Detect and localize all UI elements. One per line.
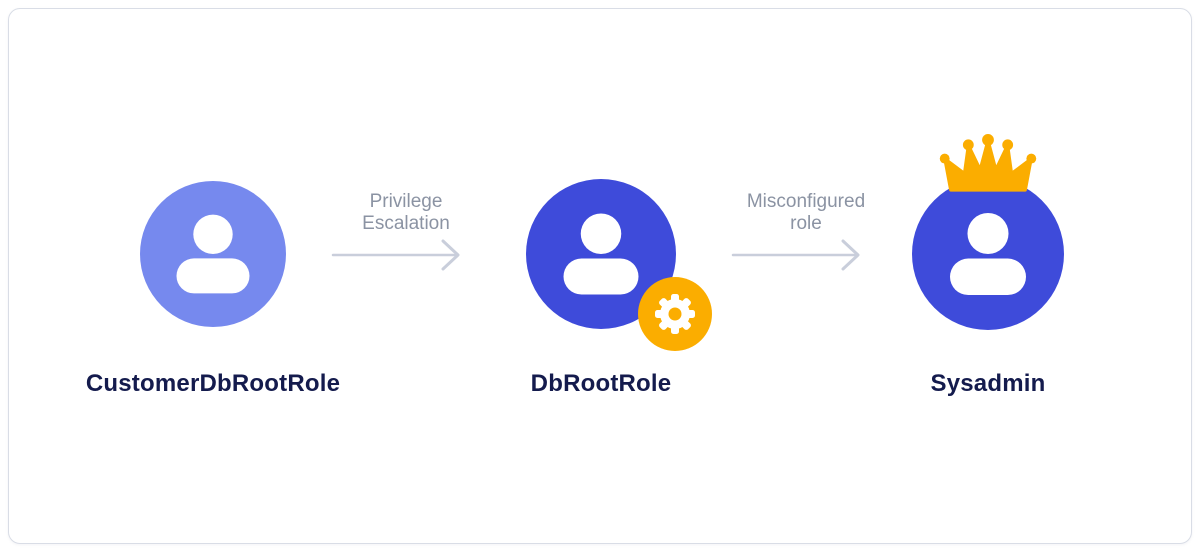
edge-privilege-escalation: Privilege Escalation bbox=[331, 191, 481, 273]
node-label-sysadmin: Sysadmin bbox=[930, 370, 1046, 397]
edge-label: Privilege Escalation bbox=[362, 191, 450, 234]
node-label-customer-db-root-role: CustomerDbRootRole bbox=[85, 370, 341, 397]
avatar-db-root-role bbox=[526, 179, 712, 351]
avatar-customer-db-root-role bbox=[140, 181, 286, 327]
user-icon bbox=[950, 212, 1026, 296]
arrow-right-icon bbox=[331, 239, 460, 271]
user-icon bbox=[176, 214, 250, 294]
avatar-sysadmin bbox=[912, 134, 1064, 330]
gear-icon bbox=[638, 277, 712, 351]
node-label-db-root-role: DbRootRole bbox=[530, 370, 672, 397]
edge-misconfigured-role: Misconfigured role bbox=[731, 191, 881, 273]
crown-icon bbox=[939, 134, 1037, 192]
user-icon bbox=[563, 213, 639, 295]
arrow-right-icon bbox=[731, 239, 860, 271]
diagram-canvas: CustomerDbRootRole Privilege Escalation bbox=[8, 8, 1192, 544]
edge-label: Misconfigured role bbox=[746, 191, 866, 234]
